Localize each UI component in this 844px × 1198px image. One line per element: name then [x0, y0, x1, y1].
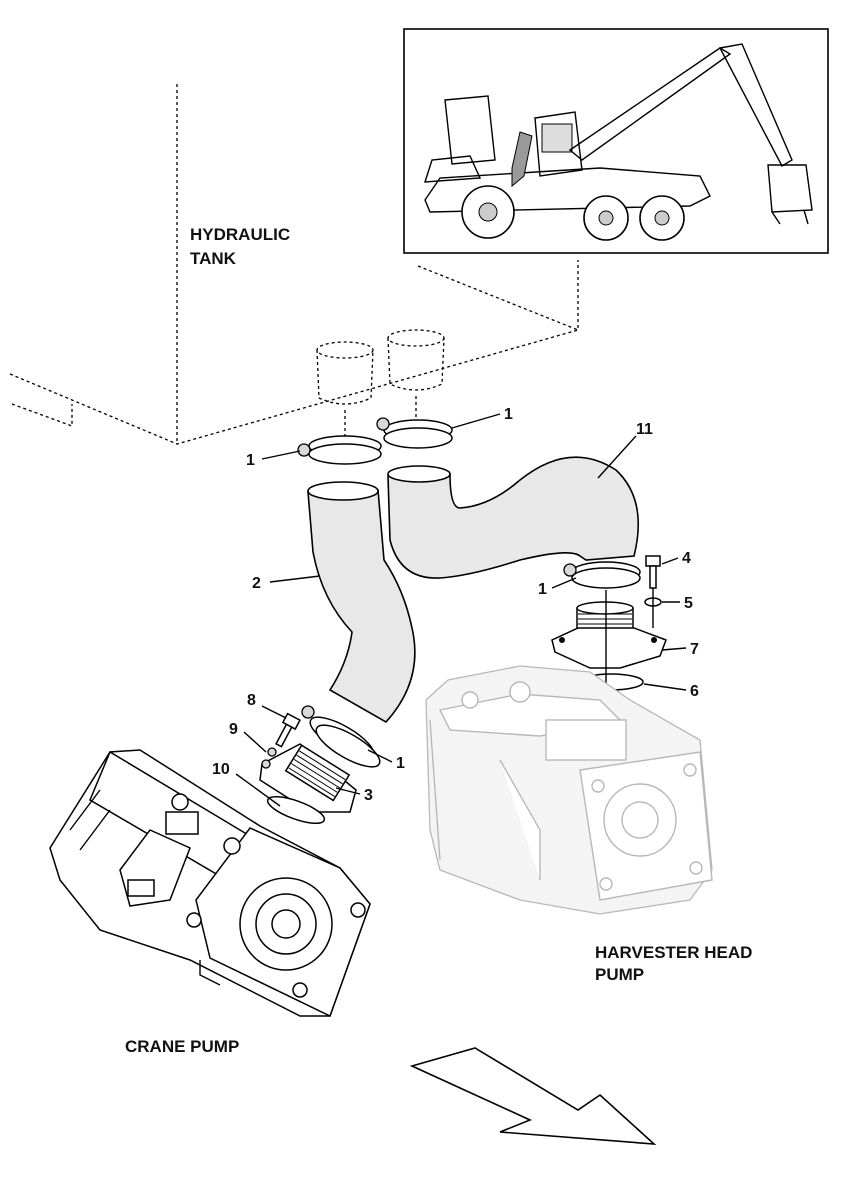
- clamp-harvester: [563, 561, 641, 589]
- callout-4: 4: [682, 550, 691, 567]
- callout-6: 6: [690, 683, 699, 700]
- harvester-head-pump-label-line2: PUMP: [595, 965, 644, 984]
- crane-flange-assembly: [259, 712, 357, 825]
- hydraulic-tank-label-line1: HYDRAULIC: [190, 225, 290, 244]
- hose-11: [387, 456, 640, 579]
- callout-3: 3: [364, 787, 373, 804]
- hydraulic-tank-label-line2: TANK: [190, 249, 237, 268]
- harvester-flange-assembly: [551, 555, 667, 740]
- callout-1-harvester: 1: [538, 581, 547, 598]
- callout-10: 10: [212, 761, 230, 778]
- leader-lines: [235, 413, 687, 807]
- clamp-left: [297, 435, 382, 465]
- harvester-head-pump-label-line1: HARVESTER HEAD: [595, 943, 752, 962]
- harvester-head-pump: [425, 665, 713, 915]
- callout-1-top: 1: [504, 406, 513, 423]
- hydraulic-tank-outline: [9, 84, 579, 445]
- callout-1-left: 1: [246, 452, 255, 469]
- callout-1-crane: 1: [396, 755, 405, 772]
- crane-pump-label: CRANE PUMP: [125, 1037, 239, 1056]
- callout-11: 11: [636, 421, 653, 438]
- callout-2: 2: [252, 575, 261, 592]
- machine-inset: [403, 28, 829, 254]
- clamp-top: [376, 417, 453, 449]
- suction-filter-left: [316, 341, 374, 440]
- direction-arrow: [409, 1047, 657, 1145]
- callout-5: 5: [684, 595, 693, 612]
- suction-filter-right: [387, 329, 445, 426]
- callout-9: 9: [229, 721, 238, 738]
- hose-2: [307, 481, 416, 724]
- callout-8: 8: [247, 692, 256, 709]
- callout-7: 7: [690, 641, 699, 658]
- clamp-crane: [301, 705, 381, 768]
- crane-pump: [49, 749, 371, 1018]
